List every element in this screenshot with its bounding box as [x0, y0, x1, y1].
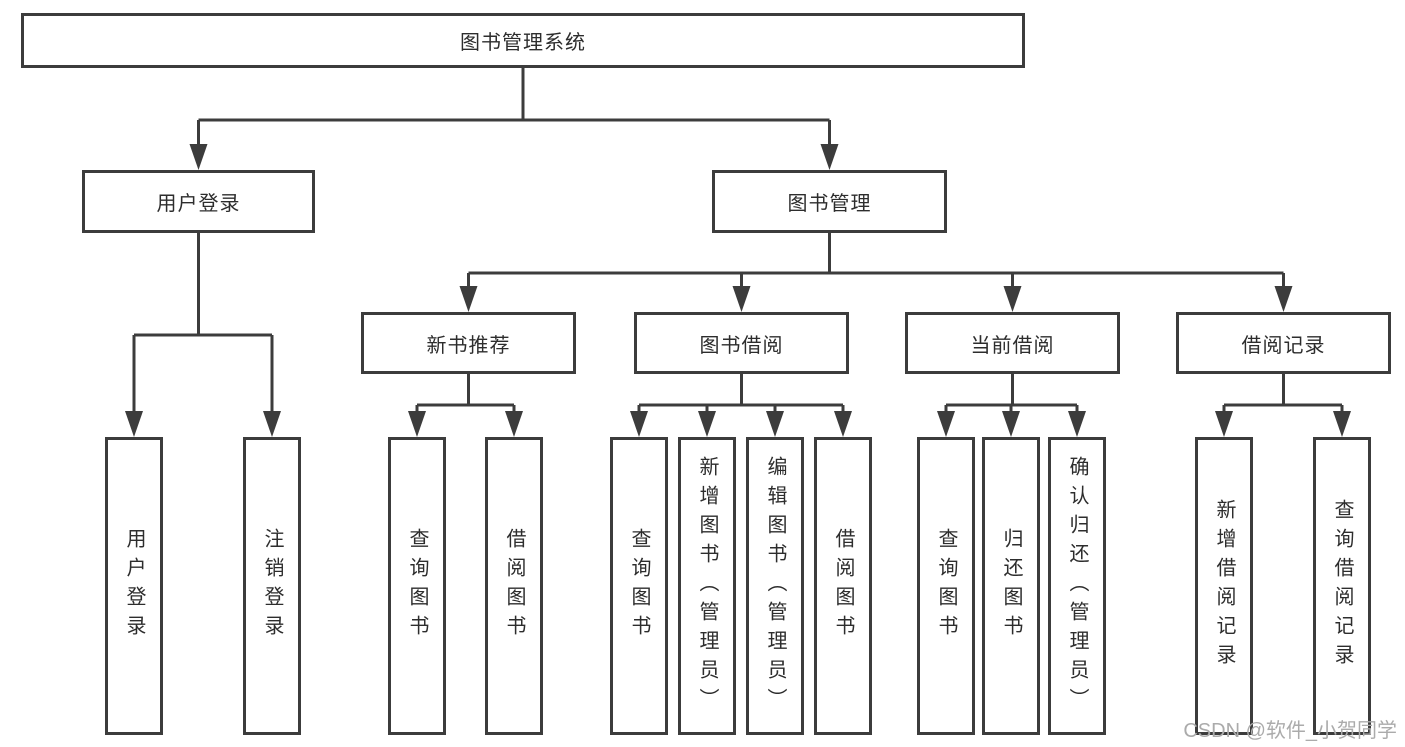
- node-book-borrowing: 图书借阅: [634, 312, 849, 374]
- leaf-current-confirm-return-admin: 确认归还（管理员）: [1048, 437, 1106, 735]
- leaf-borrow-borrow-books-label: 借阅图书: [832, 528, 854, 644]
- node-root-label: 图书管理系统: [460, 32, 586, 54]
- node-current-borrowing-label: 当前借阅: [970, 334, 1055, 357]
- leaf-current-confirm-return-admin-label: 确认归还（管理员）: [1066, 455, 1088, 717]
- leaf-rec-borrow-books-label: 借阅图书: [503, 528, 525, 644]
- leaf-records-query-record: 查询借阅记录: [1313, 437, 1371, 735]
- leaf-borrow-borrow-books: 借阅图书: [814, 437, 872, 735]
- leaf-current-return-books: 归还图书: [982, 437, 1040, 735]
- leaf-records-add-record: 新增借阅记录: [1195, 437, 1253, 735]
- node-root-system: 图书管理系统: [21, 13, 1025, 68]
- leaf-current-return-books-label: 归还图书: [1000, 528, 1022, 644]
- leaf-user-login-label: 用户登录: [123, 528, 145, 644]
- leaf-rec-query-books: 查询图书: [388, 437, 446, 735]
- node-user-login-label: 用户登录: [156, 193, 241, 215]
- leaf-user-login: 用户登录: [105, 437, 163, 735]
- leaf-rec-borrow-books: 借阅图书: [485, 437, 543, 735]
- leaf-current-query-books-label: 查询图书: [935, 528, 957, 644]
- leaf-records-query-record-label: 查询借阅记录: [1331, 499, 1353, 673]
- node-new-book-recommendation: 新书推荐: [361, 312, 576, 374]
- leaf-current-query-books: 查询图书: [917, 437, 975, 735]
- leaf-borrow-query-books: 查询图书: [610, 437, 668, 735]
- leaf-logout: 注销登录: [243, 437, 301, 735]
- leaf-borrow-query-books-label: 查询图书: [628, 528, 650, 644]
- leaf-borrow-edit-books-admin-label: 编辑图书（管理员）: [764, 455, 786, 717]
- node-borrowing-records-label: 借阅记录: [1241, 334, 1326, 357]
- leaf-records-add-record-label: 新增借阅记录: [1213, 499, 1235, 673]
- leaf-rec-query-books-label: 查询图书: [406, 528, 428, 644]
- leaf-borrow-edit-books-admin: 编辑图书（管理员）: [746, 437, 804, 735]
- node-current-borrowing: 当前借阅: [905, 312, 1120, 374]
- node-new-book-recommendation-label: 新书推荐: [426, 334, 511, 357]
- leaf-logout-label: 注销登录: [261, 528, 283, 644]
- node-user-login: 用户登录: [82, 170, 315, 233]
- node-borrowing-records: 借阅记录: [1176, 312, 1391, 374]
- csdn-watermark: CSDN @软件_小贺同学: [1183, 720, 1397, 742]
- node-book-borrowing-label: 图书借阅: [699, 334, 784, 357]
- node-book-management-label: 图书管理: [787, 193, 872, 215]
- leaf-borrow-add-books-admin-label: 新增图书（管理员）: [696, 455, 718, 717]
- leaf-borrow-add-books-admin: 新增图书（管理员）: [678, 437, 736, 735]
- node-book-management: 图书管理: [712, 170, 947, 233]
